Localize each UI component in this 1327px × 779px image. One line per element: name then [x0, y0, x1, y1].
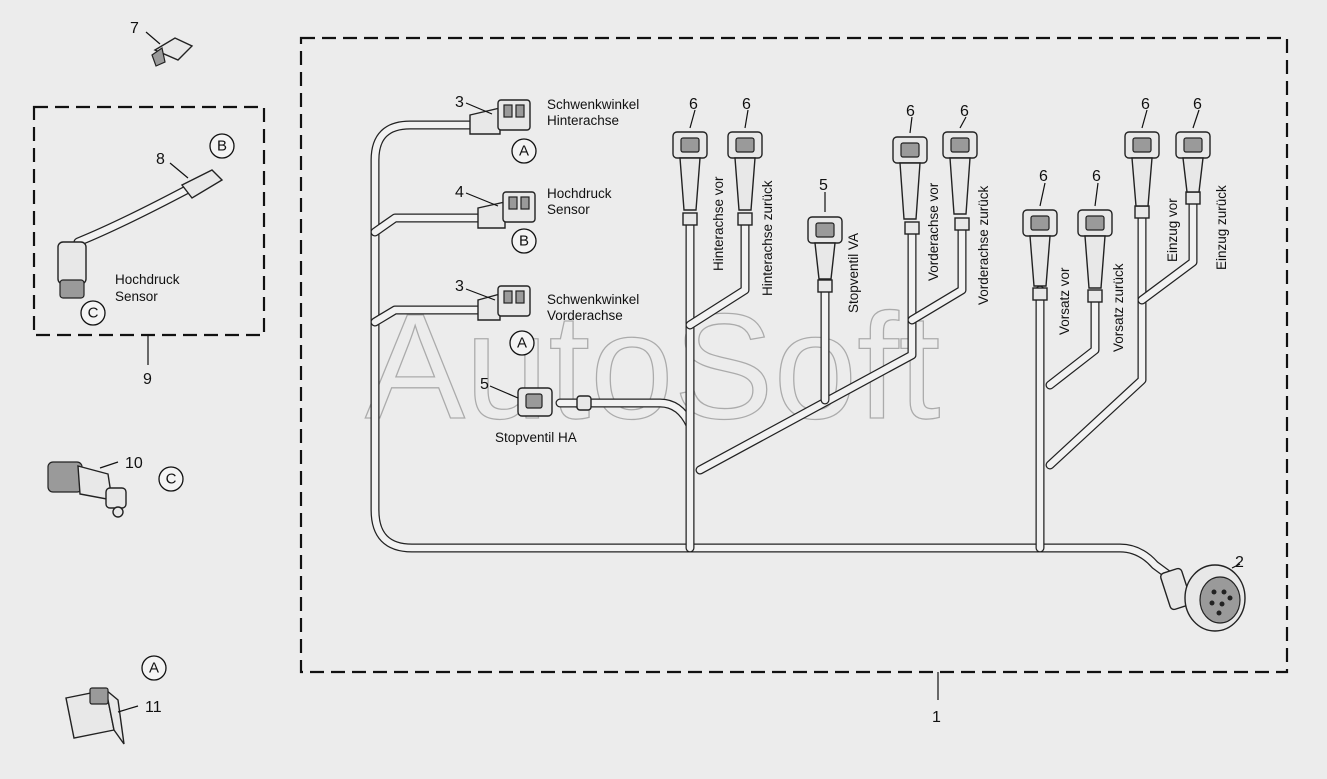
svg-text:A: A [517, 335, 527, 352]
marker-a-3: A [141, 655, 167, 681]
connector-hinterachse-vor [672, 131, 708, 211]
connector-vorderachse-vor [892, 136, 928, 220]
part-number-2: 2 [1235, 554, 1244, 571]
label-schwenkwinkel-va-2: Vorderachse [547, 308, 623, 323]
part-number-11: 11 [145, 699, 162, 716]
connector-einzug-vor [1124, 131, 1160, 207]
label-inset-hochdruck-1: Hochdruck [115, 272, 180, 287]
part-number-6d: 6 [960, 103, 969, 120]
part-number-6f: 6 [1092, 168, 1101, 185]
sensor-plug-3-hinterachse [469, 99, 531, 135]
connector-vorderachse-zurueck [942, 131, 978, 215]
leader-lines [465, 102, 1200, 399]
label-einzug-vor: Einzug vor [1165, 198, 1180, 262]
label-stopventil-va: Stopventil VA [846, 233, 861, 313]
part-number-8: 8 [156, 151, 165, 168]
harness-assembly-frame [299, 36, 1289, 674]
part-number-6c: 6 [906, 103, 915, 120]
connector-vorsatz-zurueck [1077, 209, 1113, 289]
label-schwenkwinkel-va-1: Schwenkwinkel [547, 292, 639, 307]
main-round-connector [1160, 564, 1246, 632]
marker-c-2: C [158, 466, 184, 492]
label-inset-hochdruck-2: Sensor [115, 289, 158, 304]
part-number-9: 9 [143, 371, 152, 388]
svg-text:B: B [519, 233, 529, 250]
connector-stopventil-ha [517, 387, 592, 417]
part-number-6g: 6 [1141, 96, 1150, 113]
part-number-10: 10 [125, 455, 143, 472]
sensor-plug-3-vorderachse [477, 285, 531, 321]
label-hinterachse-zurueck: Hinterachse zurück [760, 180, 775, 296]
connector-stopventil-va [807, 216, 843, 280]
label-hochdruck-2: Sensor [547, 202, 590, 217]
label-hinterachse-vor: Hinterachse vor [711, 176, 726, 271]
part-number-6a: 6 [689, 96, 698, 113]
label-vorsatz-vor: Vorsatz vor [1057, 267, 1072, 335]
svg-text:A: A [149, 660, 159, 677]
harness-wires [370, 120, 1198, 587]
part-number-3a: 3 [455, 94, 464, 111]
cable-clip-7 [151, 37, 194, 67]
label-stopventil-ha: Stopventil HA [495, 430, 577, 445]
marker-b-1: B [511, 228, 537, 254]
pressure-sensor-cable-8 [57, 169, 224, 299]
part-number-7: 7 [130, 20, 139, 37]
connector-hinterachse-zurueck [727, 131, 763, 211]
label-hochdruck-1: Hochdruck [547, 186, 612, 201]
svg-text:A: A [519, 143, 529, 160]
svg-text:C: C [166, 471, 177, 488]
svg-text:C: C [88, 305, 99, 322]
angle-sensor-11 [65, 687, 125, 745]
part-number-3b: 3 [455, 278, 464, 295]
part-number-5b: 5 [819, 177, 828, 194]
label-vorsatz-zurueck: Vorsatz zurück [1111, 263, 1126, 352]
connector-vorsatz-vor [1022, 209, 1058, 287]
connector-einzug-zurueck [1175, 131, 1211, 193]
marker-a-2: A [509, 330, 535, 356]
part-number-6b: 6 [742, 96, 751, 113]
label-vorderachse-vor: Vorderachse vor [926, 182, 941, 281]
sensor-kit-frame [32, 105, 266, 337]
marker-c-1: C [80, 300, 106, 326]
label-einzug-zurueck: Einzug zurück [1214, 185, 1229, 270]
marker-b-2: B [209, 133, 235, 159]
label-schwenkwinkel-ha-1: Schwenkwinkel [547, 97, 639, 112]
valve-connectors [672, 131, 1211, 289]
marker-a-1: A [511, 138, 537, 164]
pressure-sensor-10 [47, 461, 127, 518]
label-vorderachse-zurueck: Vorderachse zurück [976, 185, 991, 305]
sensor-plug-4-hochdruck [477, 191, 536, 229]
part-number-6h: 6 [1193, 96, 1202, 113]
part-number-1: 1 [932, 709, 941, 726]
part-number-5a: 5 [480, 376, 489, 393]
part-number-6e: 6 [1039, 168, 1048, 185]
label-schwenkwinkel-ha-2: Hinterachse [547, 113, 619, 128]
part-number-4: 4 [455, 184, 464, 201]
svg-text:B: B [217, 138, 227, 155]
